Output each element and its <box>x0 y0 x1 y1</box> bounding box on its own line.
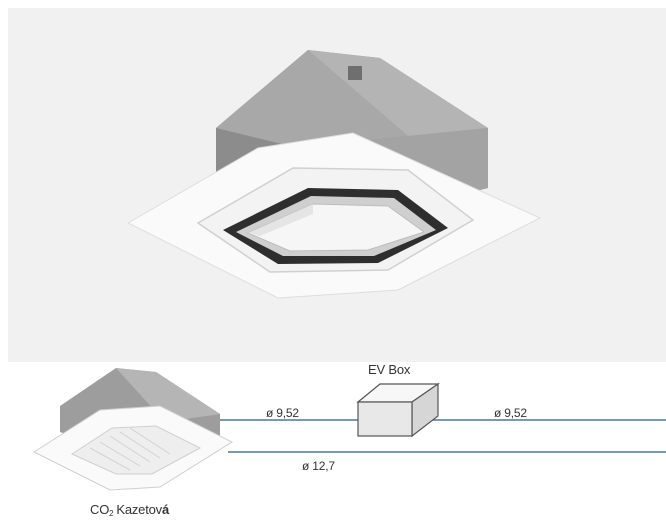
unit-label-name: Kazetov <box>116 502 162 517</box>
unit-label-subscript: 2 <box>109 509 114 518</box>
ev-box-label: EV Box <box>368 362 411 377</box>
ev-box-icon <box>356 382 440 438</box>
piping-diagram-drawing <box>32 368 666 491</box>
housing-bolt-icon <box>348 66 362 80</box>
small-cassette-unit <box>32 368 234 491</box>
pipe-diameter-label-upper-right: ø 9,52 <box>494 406 527 420</box>
pipe-diameter-label-upper-left: ø 9,52 <box>266 406 299 420</box>
unit-label-suffix: á <box>161 502 169 517</box>
pipe-diameter-label-lower: ø 12,7 <box>302 459 335 473</box>
product-photo-panel <box>8 8 666 362</box>
unit-label-prefix: CO <box>90 502 110 517</box>
cassette-unit-illustration <box>126 50 542 299</box>
